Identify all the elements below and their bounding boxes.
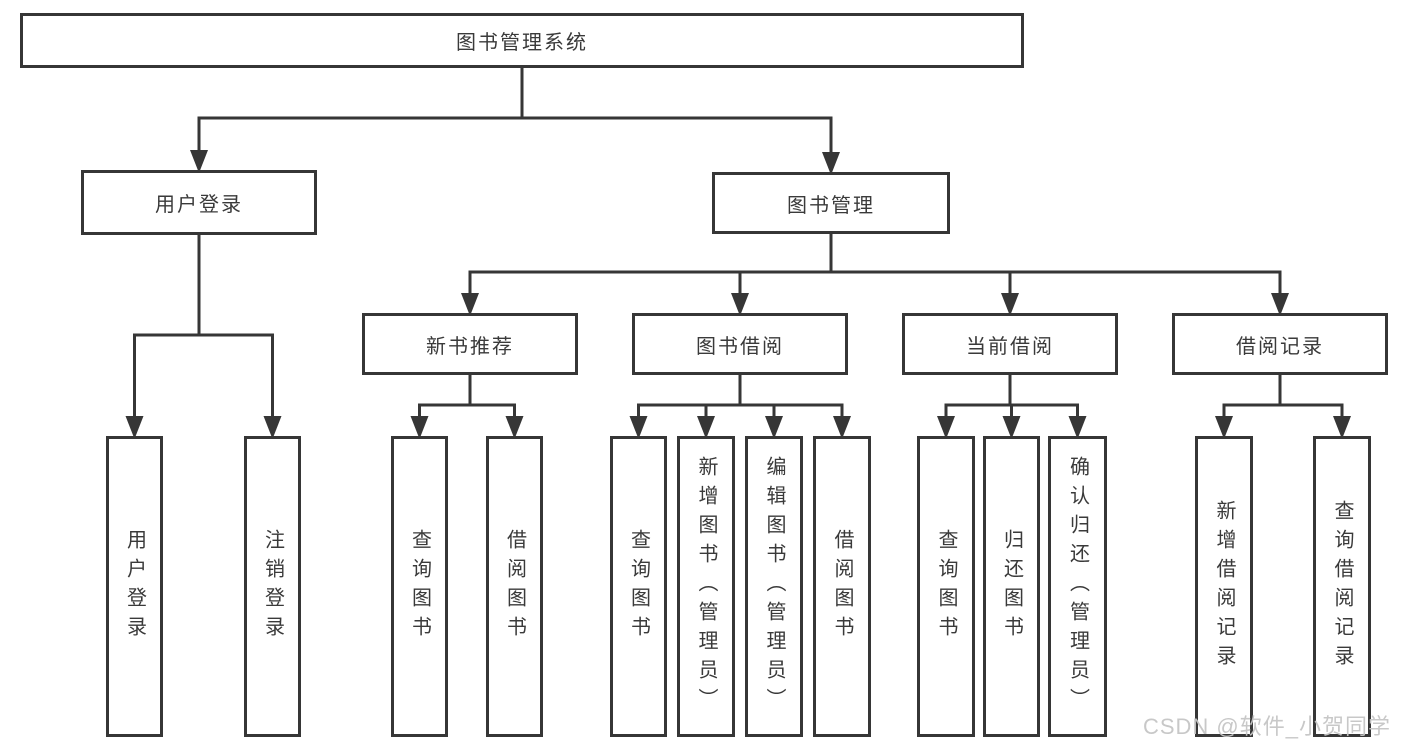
node-label: 查询图书 xyxy=(935,528,957,645)
node-leaf-nb-query: 查询图书 xyxy=(391,436,448,737)
node-leaf-cb-confirm: 确认归还（管理员） xyxy=(1048,436,1107,737)
arrowhead xyxy=(505,416,524,439)
node-label: 确认归还（管理员） xyxy=(1066,456,1089,717)
node-borrow-records: 借阅记录 xyxy=(1172,313,1388,375)
node-book-mgmt: 图书管理 xyxy=(712,172,950,234)
node-label: 借阅记录 xyxy=(1236,335,1324,358)
arrowhead xyxy=(1271,293,1289,316)
arrowhead xyxy=(731,293,749,316)
node-label: 借阅图书 xyxy=(831,528,853,645)
node-label: 图书管理 xyxy=(787,194,875,217)
arrowhead xyxy=(190,150,208,173)
node-leaf-bb-add: 新增图书（管理员） xyxy=(677,436,735,737)
arrowhead xyxy=(697,416,715,439)
node-leaf-cb-return: 归还图书 xyxy=(983,436,1040,737)
node-user-login: 用户登录 xyxy=(81,170,317,235)
node-leaf-br-add: 新增借阅记录 xyxy=(1195,436,1253,737)
arrowhead xyxy=(1002,416,1021,439)
node-label: 新增图书（管理员） xyxy=(695,456,717,717)
node-new-book-rec: 新书推荐 xyxy=(362,313,578,375)
arrowhead xyxy=(765,416,783,439)
node-label: 新增借阅记录 xyxy=(1213,499,1235,674)
node-label: 编辑图书（管理员） xyxy=(763,456,785,717)
arrowhead xyxy=(1068,416,1087,439)
node-label: 新书推荐 xyxy=(426,335,514,358)
watermark: CSDN @软件_小贺同学 xyxy=(1142,714,1391,739)
node-root: 图书管理系统 xyxy=(20,13,1024,68)
node-label: 查询图书 xyxy=(408,528,431,645)
node-current-borrow: 当前借阅 xyxy=(902,313,1118,375)
node-label: 图书管理系统 xyxy=(456,32,588,54)
node-leaf-user-login: 用户登录 xyxy=(106,436,163,737)
arrowhead xyxy=(822,152,840,175)
node-label: 当前借阅 xyxy=(966,335,1054,358)
node-leaf-nb-borrow: 借阅图书 xyxy=(486,436,543,737)
node-label: 查询借阅记录 xyxy=(1331,499,1353,674)
arrowhead xyxy=(833,416,851,439)
node-label: 查询图书 xyxy=(627,528,650,645)
arrowhead xyxy=(461,293,479,316)
arrowhead xyxy=(937,416,955,439)
node-label: 注销登录 xyxy=(261,528,284,645)
arrowhead xyxy=(1215,416,1233,439)
node-label: 归还图书 xyxy=(1000,528,1023,645)
node-label: 借阅图书 xyxy=(503,528,526,645)
node-label: 图书借阅 xyxy=(696,335,784,358)
node-leaf-bb-borrow: 借阅图书 xyxy=(813,436,871,737)
node-leaf-bb-edit: 编辑图书（管理员） xyxy=(745,436,803,737)
node-label: 用户登录 xyxy=(155,194,243,216)
arrowhead xyxy=(263,416,282,439)
node-leaf-bb-query: 查询图书 xyxy=(610,436,667,737)
node-book-borrow: 图书借阅 xyxy=(632,313,848,375)
arrowhead xyxy=(125,416,144,439)
node-leaf-logout: 注销登录 xyxy=(244,436,301,737)
node-leaf-cb-query: 查询图书 xyxy=(917,436,975,737)
arrowhead xyxy=(1001,293,1019,316)
node-label: 用户登录 xyxy=(123,528,146,645)
arrowhead xyxy=(629,416,648,439)
arrowhead xyxy=(1333,416,1351,439)
node-leaf-br-query: 查询借阅记录 xyxy=(1313,436,1371,737)
arrowhead xyxy=(410,416,429,439)
